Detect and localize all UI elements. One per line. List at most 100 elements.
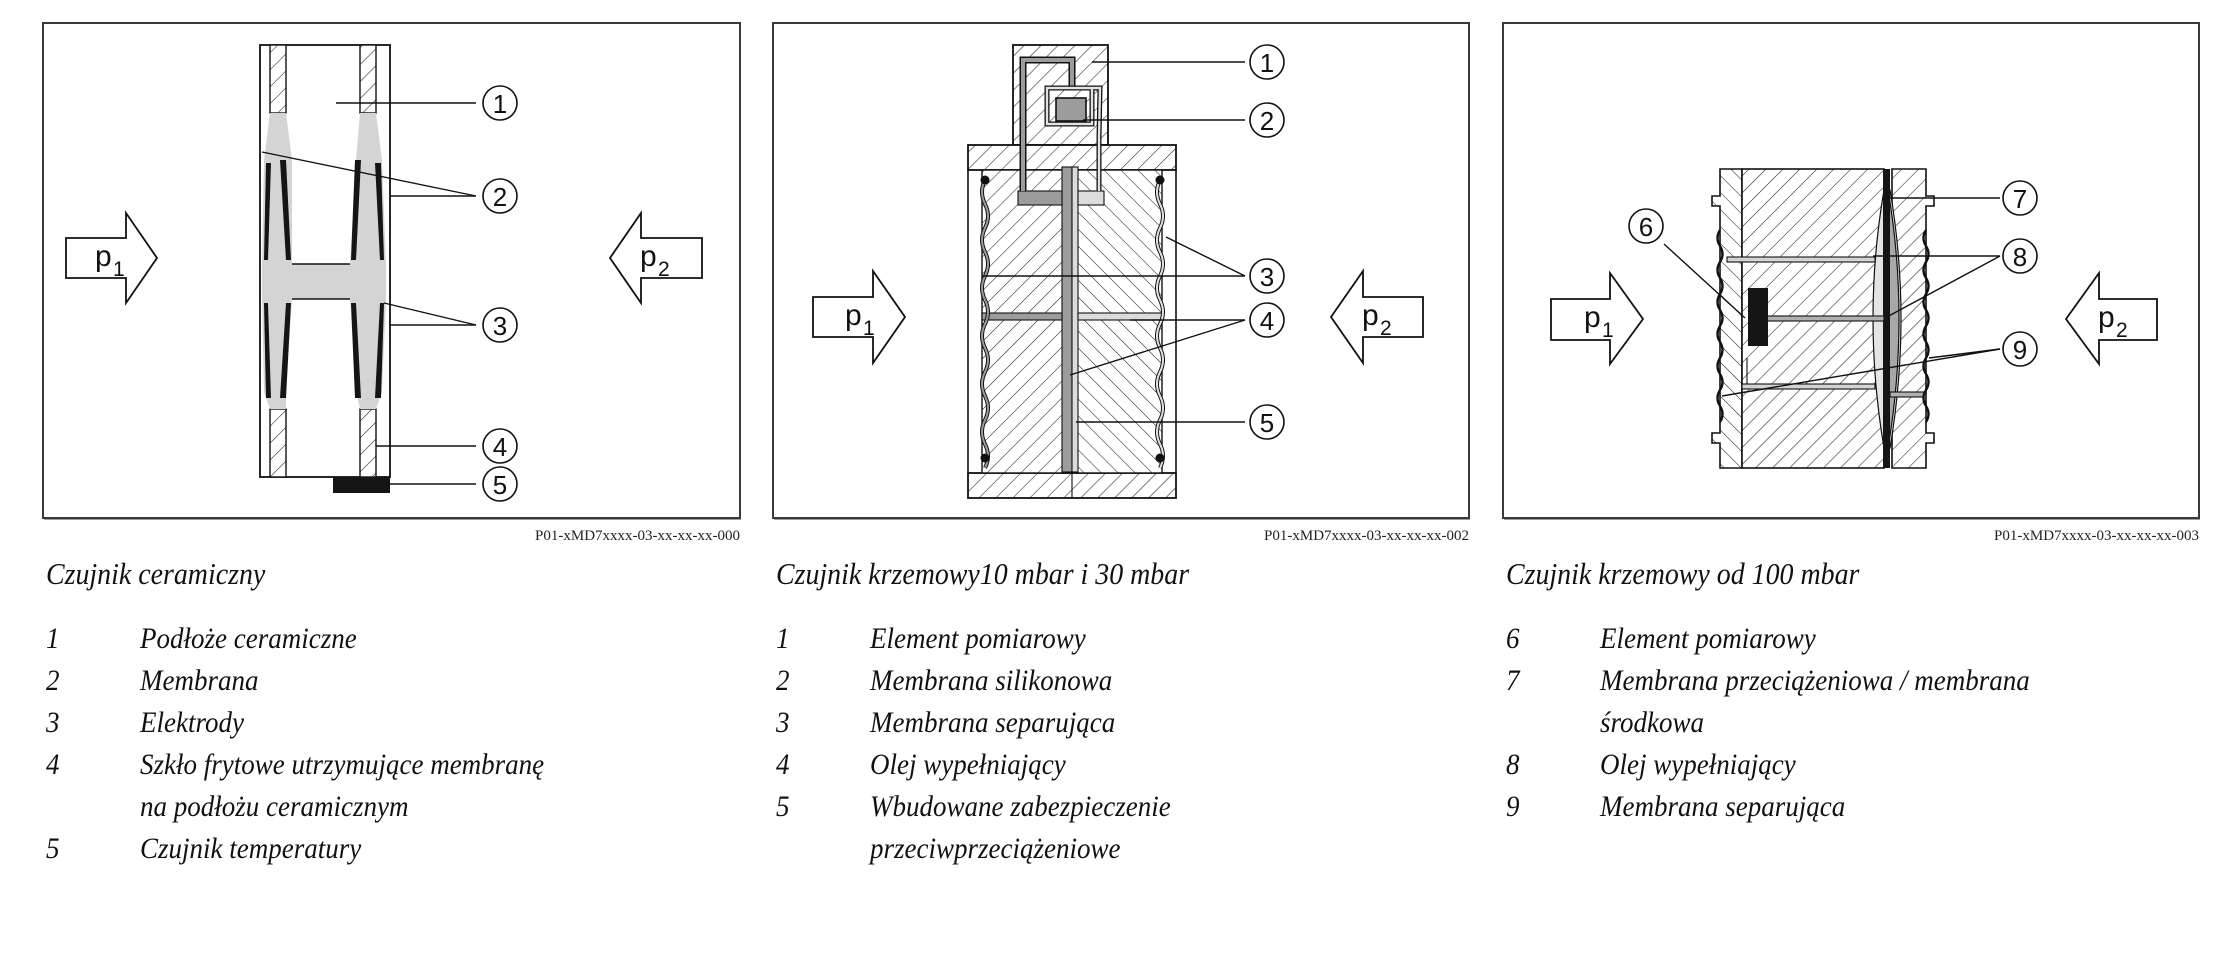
body-left [981, 169, 1068, 474]
callout-1: 1 [1249, 44, 1285, 80]
svg-text:5: 5 [1260, 408, 1274, 438]
svg-text:6: 6 [1639, 212, 1653, 242]
svg-text:1: 1 [1602, 319, 1614, 342]
callout-2: 2 [1249, 102, 1285, 138]
svg-text:2: 2 [1260, 106, 1274, 136]
pressure-arrow-p2: p 2 [608, 210, 703, 306]
svg-text:8: 8 [2013, 242, 2027, 272]
electrode-lower-left [264, 303, 291, 398]
pressure-arrow-p1: p 1 [65, 210, 159, 306]
arrow-left-icon [608, 210, 703, 306]
svg-text:2: 2 [658, 258, 670, 281]
oil-chamber-left [1017, 190, 1063, 206]
electrode-upper-right [351, 160, 384, 260]
svg-text:2: 2 [493, 182, 507, 212]
pressure-arrow-p2: p 2 [1329, 268, 1424, 366]
callout-5: 5 [1249, 404, 1285, 440]
oil-channel-bottom [1741, 383, 1876, 390]
pressure-arrow-p1: p 1 [1550, 270, 1645, 367]
silicon-low-leader-lines [982, 61, 1246, 423]
silicon-high-sensor-drawing [1711, 168, 1935, 469]
callout-4: 4 [1249, 302, 1285, 338]
arrow-right-icon [812, 268, 907, 366]
svg-text:p: p [1584, 301, 1601, 334]
svg-text:1: 1 [493, 89, 507, 119]
arrow-left-icon [1329, 268, 1424, 366]
electrode-upper-left [264, 160, 291, 260]
svg-text:p: p [95, 240, 112, 273]
callout-3: 3 [1249, 258, 1285, 294]
ceramic-sensor-drawing [259, 44, 391, 493]
svg-text:9: 9 [2013, 335, 2027, 365]
svg-text:p: p [1362, 299, 1379, 332]
svg-text:p: p [640, 240, 657, 273]
figure-code: P01-xMD7xxxx-03-xx-xx-xx-002 [1264, 528, 1469, 544]
oil-channel-left [981, 312, 1063, 321]
oil-channel-top [1726, 256, 1876, 263]
callout-2: 2 [482, 178, 518, 214]
svg-text:1: 1 [863, 317, 875, 340]
pressure-arrow-p2: p 2 [2064, 270, 2158, 367]
top-cap [967, 144, 1177, 171]
figure-panel-silicon-low: 1 2 3 4 5 p 1 p 2 P01-xMD7xxxx-03-xx-xx-… [772, 22, 1470, 544]
pressure-arrow-p1: p 1 [812, 268, 907, 366]
h-bridge-edges [292, 263, 350, 300]
svg-text:3: 3 [1260, 262, 1274, 292]
svg-text:2: 2 [1380, 317, 1392, 340]
svg-text:4: 4 [1260, 306, 1274, 336]
callout-5: 5 [482, 466, 518, 502]
svg-text:p: p [845, 299, 862, 332]
arrow-left-icon [2064, 270, 2158, 367]
oil-channel-right [1077, 312, 1163, 321]
separating-membrane-right [1922, 229, 1930, 423]
figure-code: P01-xMD7xxxx-03-xx-xx-xx-003 [1994, 528, 2199, 544]
arrow-right-icon [1550, 270, 1645, 367]
glass-frit-bottom-right [359, 408, 377, 478]
overload-membrane [1883, 169, 1890, 468]
glass-frit-top-left [269, 44, 287, 114]
callout-3: 3 [482, 307, 518, 343]
svg-text:1: 1 [113, 258, 125, 281]
measuring-element [1748, 288, 1768, 346]
callout-9: 9 [2002, 331, 2038, 367]
callout-1: 1 [482, 85, 518, 121]
body-right [1076, 169, 1163, 474]
callout-6: 6 [1628, 208, 1664, 244]
measuring-element [1055, 97, 1087, 122]
temperature-sensor [333, 477, 390, 493]
arrow-right-icon [65, 210, 159, 306]
electrode-lower-right [351, 303, 384, 398]
oil-channel-center [1061, 166, 1073, 473]
glass-frit-bottom-left [269, 408, 287, 478]
callout-8: 8 [2002, 238, 2038, 274]
separating-membrane-left [1716, 229, 1724, 423]
figure-title: Czujnik krzemowy10 mbar i 30 mbar [776, 556, 1190, 591]
figure-code: P01-xMD7xxxx-03-xx-xx-xx-000 [535, 528, 740, 544]
oil-chamber-right [1077, 190, 1105, 206]
figure-title: Czujnik krzemowy od 100 mbar [1506, 556, 1860, 591]
callout-7: 7 [2002, 180, 2038, 216]
svg-text:5: 5 [493, 470, 507, 500]
svg-text:p: p [2098, 301, 2115, 334]
oil-channel-middle [1757, 315, 1885, 322]
overload-protection [1071, 166, 1079, 473]
figure-panel-silicon-high: 6 7 8 9 p 1 p 2 P01-xMD7xxxx-03-xx-xx-xx… [1502, 22, 2200, 544]
svg-text:4: 4 [493, 432, 507, 462]
